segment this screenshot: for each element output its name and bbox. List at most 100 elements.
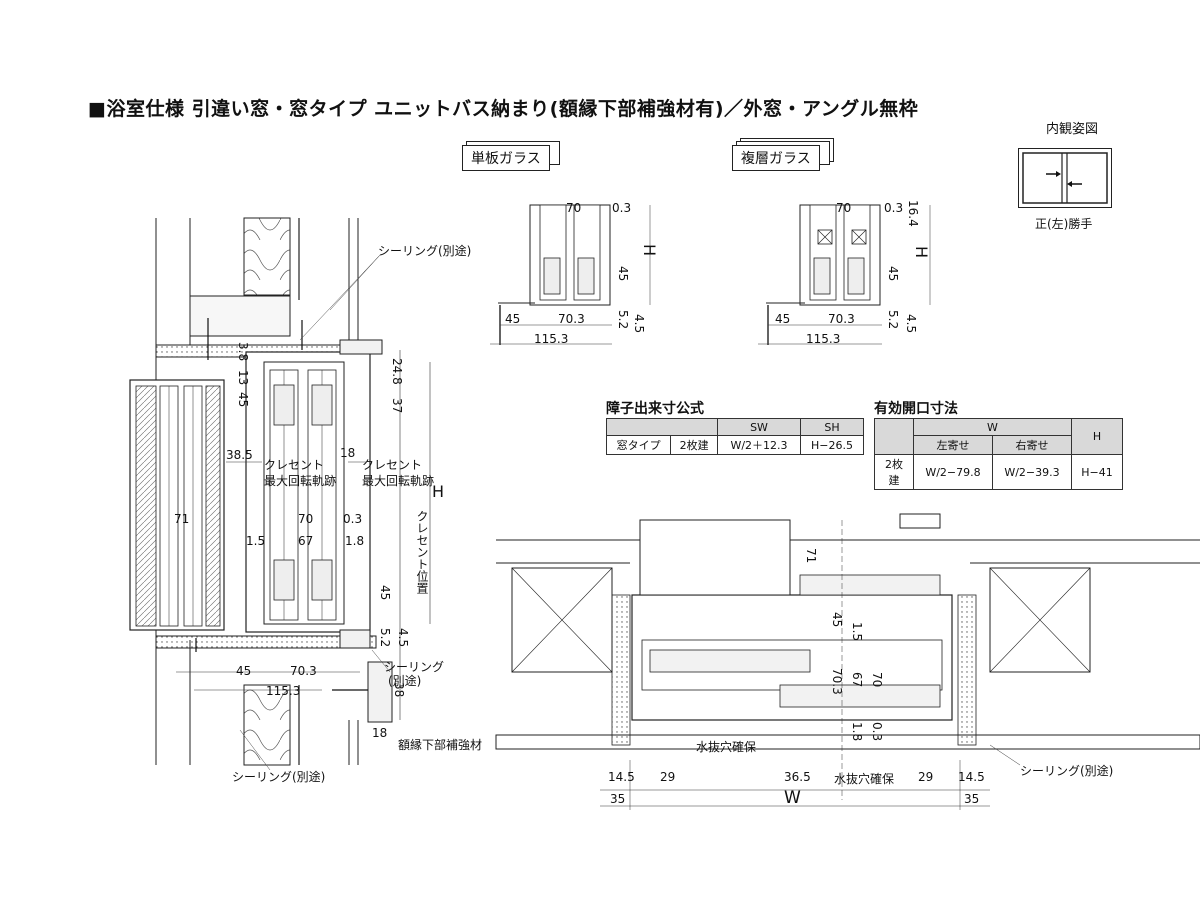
arrow-left-icon [1067, 181, 1072, 187]
single-dim-H: H [640, 244, 659, 257]
dim-70-3: 70.3 [290, 664, 317, 678]
double-dim-115-3: 115.3 [806, 332, 841, 346]
col-h: H [1071, 418, 1123, 455]
plan-dim-0-3: 0.3 [870, 722, 884, 742]
crescent-1-label: クレセント [264, 458, 325, 472]
crescent-2b-label: 最大回転軌跡 [362, 474, 435, 488]
sealing-top-label: シーリング(別途) [378, 244, 472, 258]
dim-115-3: 115.3 [266, 684, 301, 698]
inner-view-elevation [1018, 148, 1112, 208]
wall-structure [155, 217, 377, 766]
value-sh: H−26.5 [800, 435, 864, 455]
crescent-position-label: クレセント位置 [415, 510, 429, 594]
double-glass-section-drawing [766, 204, 881, 345]
plan-dim-36-5: 36.5 [784, 770, 811, 784]
width-label: W [784, 788, 801, 808]
value-sw: W/2＋12.3 [717, 435, 801, 455]
plan-dim-70-3: 70.3 [830, 668, 844, 695]
single-dim-0-3: 0.3 [612, 201, 632, 215]
dim-13: 13 [236, 370, 250, 386]
plan-section-drawing [495, 513, 1200, 750]
dim-18c: 18 [372, 726, 388, 740]
plan-dim-35b: 35 [964, 792, 980, 806]
dim-4-5: 4.5 [396, 628, 410, 648]
sealing-mid2-label: (別途) [388, 674, 422, 688]
dim-45b: 45 [378, 585, 392, 601]
drain-hole-label-2: 水抜穴確保 [834, 772, 895, 786]
crescent-1b-label: 最大回転軌跡 [264, 474, 337, 488]
plan-dim-29a: 29 [660, 770, 676, 784]
col-sw: SW [717, 418, 801, 436]
dim-38: 38 [392, 682, 406, 698]
dim-5-2: 5.2 [378, 628, 392, 648]
single-dim-70-3: 70.3 [558, 312, 585, 326]
formula-table-caption: 障子出来寸公式 [606, 401, 704, 417]
hand-label: 正(左)勝手 [1035, 217, 1093, 231]
dim-1-5: 1.5 [246, 534, 266, 548]
dim-71: 71 [174, 512, 190, 526]
plan-dim-14-5b: 14.5 [958, 770, 985, 784]
drain-hole-label-1: 水抜穴確保 [696, 740, 757, 754]
single-glass-tab: 単板ガラス [462, 145, 550, 171]
value-left: W/2−79.8 [913, 454, 993, 490]
double-dim-5-2: 5.2 [886, 310, 900, 330]
double-dim-0-3: 0.3 [884, 201, 904, 215]
row-panels: 2枚建 [874, 454, 914, 490]
dim-37: 37 [390, 398, 404, 414]
double-glass-tab: 複層ガラス [732, 145, 820, 171]
col-w: W [913, 418, 1072, 436]
dim-1-8: 1.8 [345, 534, 365, 548]
reinforcement-label: 額縁下部補強材 [398, 738, 483, 752]
dim-3-8: 3.8 [236, 342, 250, 362]
single-dim-5-2: 5.2 [616, 310, 630, 330]
double-dim-H: H [912, 246, 931, 259]
sealing-mid-label: シーリング [384, 660, 445, 674]
row-panels: 2枚建 [670, 435, 718, 455]
double-dim-16-4: 16.4 [906, 200, 920, 227]
single-dim-115-3: 115.3 [534, 332, 569, 346]
dim-45d: 45 [236, 664, 252, 678]
dim-0-3: 0.3 [343, 512, 363, 526]
dim-38-5: 38.5 [226, 448, 253, 462]
dim-24-8: 24.8 [390, 358, 404, 385]
double-dim-45b: 45 [775, 312, 791, 326]
dim-70: 70 [298, 512, 314, 526]
value-right: W/2−39.3 [992, 454, 1072, 490]
double-dim-70: 70 [836, 201, 852, 215]
page-title: ■浴室仕様 引違い窓・窓タイプ ユニットバス納まり(額縁下部補強材有)／外窓・ア… [88, 98, 919, 120]
single-dim-70: 70 [566, 201, 582, 215]
plan-dim-45: 45 [830, 612, 844, 628]
outer-window-frame [129, 379, 225, 631]
plan-dim-1-8: 1.8 [850, 722, 864, 742]
opening-table-caption: 有効開口寸法 [874, 401, 958, 417]
dim-45a: 45 [236, 392, 250, 408]
plan-dim-14-5a: 14.5 [608, 770, 635, 784]
height-label: H [432, 482, 445, 501]
plan-sealing-label: シーリング(別途) [1020, 764, 1114, 778]
dim-18: 18 [340, 446, 356, 460]
double-dim-70-3: 70.3 [828, 312, 855, 326]
single-glass-section-drawing [498, 204, 611, 345]
plan-dim-71: 71 [804, 548, 818, 564]
double-dim-4-5: 4.5 [904, 314, 918, 334]
plan-dim-67: 67 [850, 672, 864, 688]
value-h: H−41 [1071, 454, 1123, 490]
screw-icon [195, 318, 368, 691]
single-dim-45a: 45 [616, 266, 630, 282]
double-dim-45a: 45 [886, 266, 900, 282]
row-type: 窓タイプ [605, 435, 672, 455]
single-dim-45b: 45 [505, 312, 521, 326]
plan-dim-70: 70 [870, 672, 884, 688]
inner-window-frame [245, 339, 393, 723]
sealing-bottom-label: シーリング(別途) [232, 770, 326, 784]
plan-dim-35a: 35 [610, 792, 626, 806]
col-right: 右寄せ [992, 435, 1072, 455]
opening-table: W H 左寄せ 右寄せ 2枚建 W/2−79.8 W/2−39.3 H−41 [874, 418, 1123, 490]
dim-67: 67 [298, 534, 314, 548]
crescent-2-label: クレセント [362, 458, 423, 472]
single-dim-4-5: 4.5 [632, 314, 646, 334]
arrow-right-icon [1056, 171, 1061, 177]
formula-table: SW SH 窓タイプ 2枚建 W/2＋12.3 H−26.5 [605, 418, 864, 455]
plan-dim-1-5: 1.5 [850, 622, 864, 642]
